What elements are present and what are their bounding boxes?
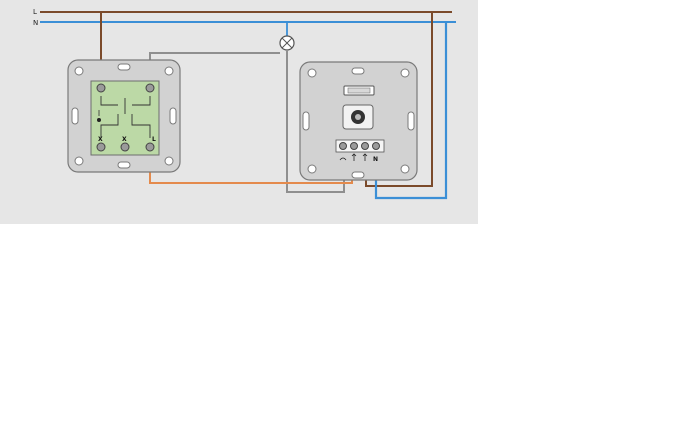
line-rail-label: L: [33, 8, 37, 16]
dimmer-terminal-2: [350, 142, 358, 150]
switch-terminal-mark-1: X: [98, 136, 103, 143]
dimmer-terminal-block: [335, 139, 385, 153]
switch-terminal-top-left: [96, 83, 106, 93]
neutral-rail-label: N: [33, 19, 38, 27]
switch-terminal-bottom-3: [145, 142, 155, 152]
dimmer-terminal-4: [372, 142, 380, 150]
switch-terminal-mark-2: X: [122, 136, 127, 143]
switch-terminal-mark-3: L: [152, 136, 156, 143]
switch-terminal-bottom-2: [120, 142, 130, 152]
switch-terminal-bottom-1: [96, 142, 106, 152]
dimmer-terminal-1: [339, 142, 347, 150]
dimmer-unit: N: [299, 61, 418, 181]
dimmer-terminal-mark-n: N: [373, 156, 378, 163]
dimmer-terminal-3: [361, 142, 369, 150]
switch-terminal-top-right: [145, 83, 155, 93]
dimmer-terminal-symbols: [339, 153, 368, 161]
switch-unit: X X L: [67, 59, 181, 173]
lamp-symbol: [279, 35, 295, 51]
